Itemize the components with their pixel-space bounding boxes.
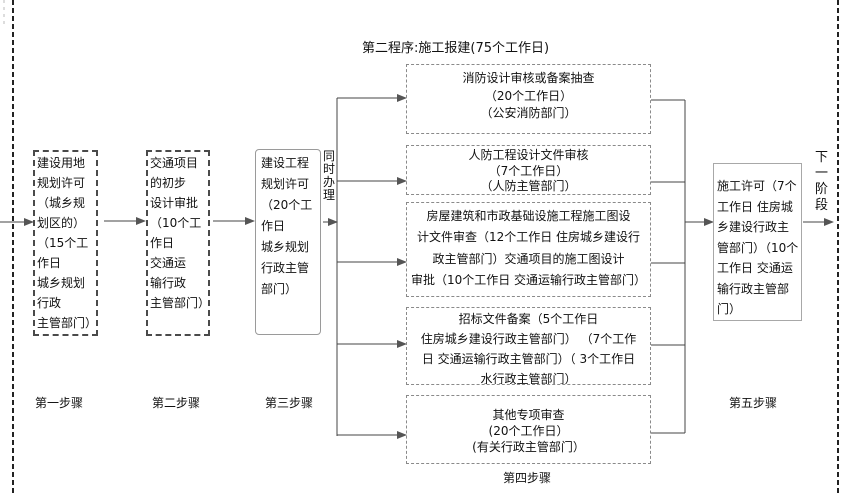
parallel-item-line: 其他专项审查: [492, 408, 565, 422]
procedure-title: 第二程序:施工报建(75个工作日): [362, 41, 550, 56]
step1-box-line: 规划许可: [37, 176, 86, 190]
parallel-item-line: 日 交通运输行政主管部门）（ 3个工作日: [421, 352, 636, 366]
parallel-item-other-special-review: 其他专项审查 (20个工作日） (有关行政主管部门）: [406, 395, 651, 464]
step2-box-line: 作日: [150, 236, 175, 250]
parallel-item-line: 计文件审查（12个工作日 住房城乡建设行: [416, 230, 641, 245]
parallel-item-tender-filing: 招标文件备案（5个工作日 住房城乡建设行政主管部门） （7个工作 日 交通运输行…: [406, 307, 651, 385]
parallel-item-line: （公安消防部门）: [480, 106, 577, 120]
parallel-item-line: 人防工程设计文件审核: [468, 148, 589, 162]
parallel-item-line: （人防主管部门）: [480, 179, 577, 193]
step2-box-line: 交通运: [150, 256, 187, 270]
step3-box-line: 城乡规划: [261, 240, 310, 254]
parallel-item-line: (有关行政主管部门）: [472, 440, 585, 454]
parallel-item-line: 水行政主管部门）: [480, 372, 577, 385]
step1-label: 第一步骤: [35, 396, 84, 410]
step5-box-line: 管部门）（10个: [717, 240, 799, 255]
step1-box-line: 建设用地: [37, 156, 86, 170]
parallel-item-civil-defense-review: 人防工程设计文件审核 （7个工作日） （人防主管部门）: [406, 145, 651, 195]
step2-box-line: 的初步: [150, 176, 187, 190]
parallel-item-construction-drawing-review: 房屋建筑和市政基础设施工程施工图设 计文件审查（12个工作日 住房城乡建设行 政…: [406, 202, 651, 297]
step1-box-line: 作日: [37, 256, 62, 270]
step2-label: 第二步骤: [152, 396, 201, 410]
parallel-item-line: 住房城乡建设行政主管部门） （7个工作: [420, 332, 637, 346]
step5-box-line: 施工许可（7个: [717, 179, 797, 193]
step1-box-line: 划区的）: [37, 216, 86, 230]
step3-box-line: 行政主管: [261, 261, 310, 275]
step2-box-line: 主管部门）: [150, 296, 210, 310]
step2-box-line: 设计审批: [150, 196, 199, 210]
step1-box-line: 城乡规划: [37, 276, 86, 290]
step5-box-line: 工作日 住房城: [717, 199, 793, 214]
step3-box-line: 建设工程: [261, 156, 310, 170]
next-stage-label: 下一阶段: [814, 150, 828, 213]
step2-box: 交通项目 的初步 设计审批 （10个工 作日 交通运 输行政 主管部门）: [146, 150, 210, 336]
parallel-item-line: 房屋建筑和市政基础设施工程施工图设: [426, 209, 631, 223]
step4-label: 第四步骤: [503, 471, 552, 485]
step5-label: 第五步骤: [729, 396, 778, 410]
step1-box-line: （城乡规: [37, 196, 86, 210]
parallel-item-line: （7个工作日）: [488, 163, 569, 178]
parallel-item-line: （20个工作日）: [484, 88, 573, 103]
simultaneous-processing-label: 同时办理: [322, 149, 335, 202]
step5-box-line: 门）: [717, 302, 742, 316]
step5-box-line: 乡建设行政主: [717, 220, 790, 234]
parallel-item-fire-design-review: 消防设计审核或备案抽查 （20个工作日） （公安消防部门）: [406, 64, 651, 134]
step1-box-line: （15个工: [37, 236, 89, 250]
parallel-item-line: (20个工作日）: [488, 424, 569, 438]
parallel-item-line: 政主管部门）交通项目的施工图设计: [432, 251, 625, 266]
parallel-item-line: 消防设计审核或备案抽查: [462, 71, 595, 85]
step1-box: 建设用地 规划许可 （城乡规 划区的） （15个工 作日 城乡规划 行政 主管部…: [33, 150, 98, 336]
step3-box-line: （20个工: [261, 198, 313, 212]
step3-box-line: 规划许可: [261, 177, 310, 191]
step3-box-line: 作日: [261, 219, 286, 233]
step3-box-line: 部门）: [261, 282, 298, 296]
step2-box-line: （10个工: [150, 216, 202, 230]
step5-box: 施工许可（7个 工作日 住房城 乡建设行政主 管部门）（10个 工作日 交通运 …: [713, 163, 802, 321]
step2-box-line: 交通项目: [150, 156, 199, 170]
parallel-item-line: 审批（10个工作日 交通运输行政主管部门）: [410, 272, 647, 287]
step3-label: 第三步骤: [265, 396, 314, 410]
step1-box-line: 主管部门）: [37, 316, 98, 330]
parallel-item-line: 招标文件备案（5个工作日: [458, 312, 599, 326]
step2-box-line: 输行政: [150, 276, 187, 290]
step1-box-line: 行政: [37, 296, 62, 310]
step5-box-line: 输行政主管部: [717, 281, 790, 296]
step3-box: 建设工程 规划许可 （20个工 作日 城乡规划 行政主管 部门）: [255, 149, 321, 335]
step5-box-line: 工作日 交通运: [717, 261, 793, 275]
